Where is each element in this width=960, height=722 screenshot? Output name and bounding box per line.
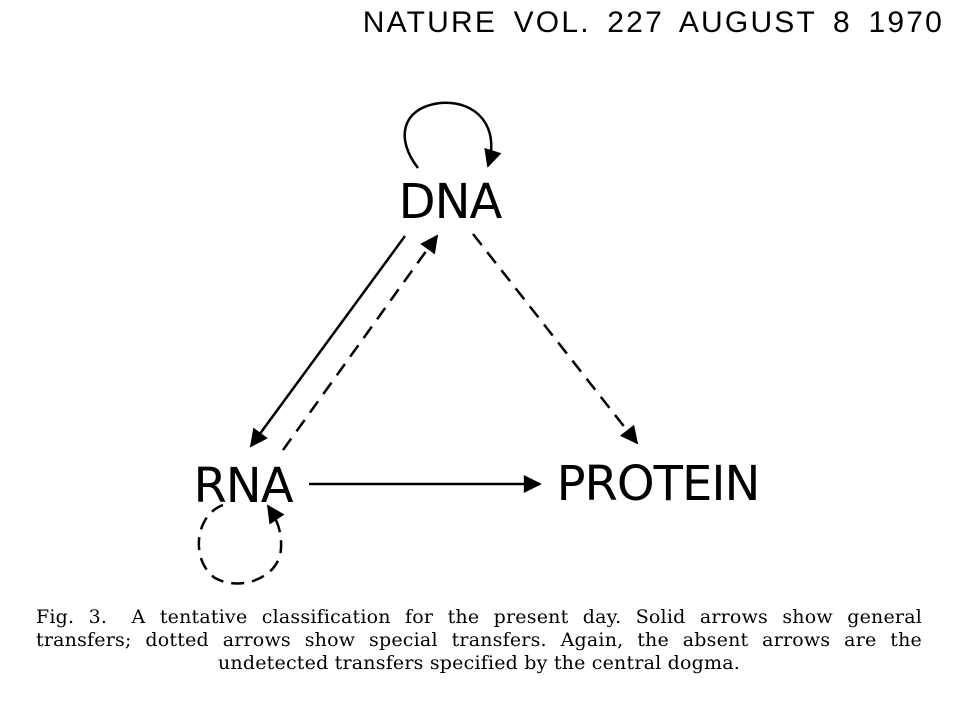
dna-node-label: DNA <box>399 174 503 230</box>
dna-to-rna-arrow <box>249 235 407 448</box>
rna-node-label: RNA <box>193 458 293 514</box>
rna-replication-arrow <box>197 503 285 585</box>
dna-to-protein-arrow <box>472 233 639 445</box>
central-dogma-diagram: DNA RNA PROTEIN <box>193 101 760 585</box>
figure-caption-text: A tentative classification for the prese… <box>36 606 922 674</box>
journal-header: NATURE VOL. 227 AUGUST 8 1970 <box>362 6 944 39</box>
protein-node-label: PROTEIN <box>557 456 760 512</box>
figure-label: Fig. 3. <box>36 606 108 628</box>
figure-caption: Fig. 3. A tentative classification for t… <box>36 606 922 675</box>
dna-replication-arrow <box>403 101 502 169</box>
rna-to-dna-arrow <box>281 234 439 451</box>
